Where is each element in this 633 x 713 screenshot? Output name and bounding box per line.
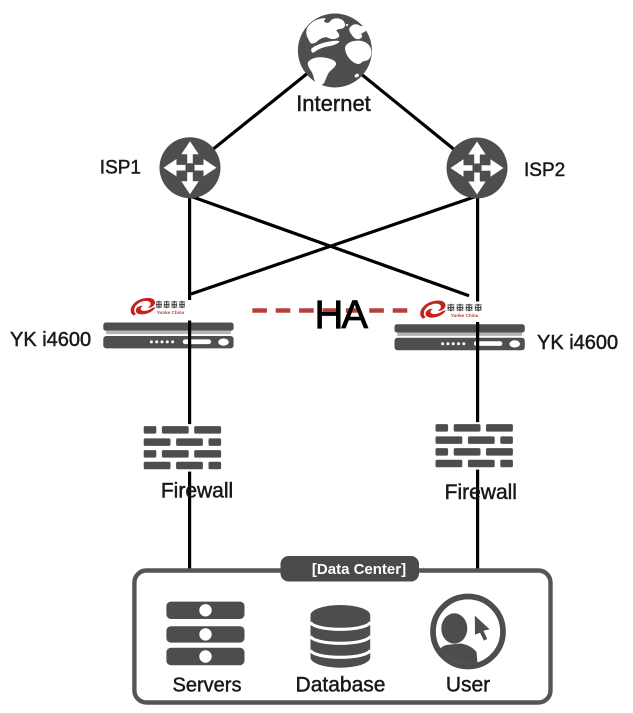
- svg-text:Internet: Internet: [296, 91, 371, 116]
- svg-text:Servers: Servers: [173, 675, 242, 697]
- svg-text:ISP1: ISP1: [100, 158, 141, 179]
- svg-text:Database: Database: [296, 674, 386, 697]
- svg-text:YK i4600: YK i4600: [537, 332, 618, 354]
- svg-text:ISP2: ISP2: [524, 160, 565, 181]
- svg-text:HA: HA: [315, 293, 369, 337]
- svg-text:Yunke China: Yunke China: [157, 310, 185, 315]
- svg-text:[Data Center]: [Data Center]: [312, 561, 406, 578]
- svg-text:User: User: [446, 674, 490, 697]
- svg-text:YK i4600: YK i4600: [10, 329, 91, 351]
- svg-text:Firewall: Firewall: [161, 480, 233, 503]
- svg-text:Firewall: Firewall: [445, 481, 517, 504]
- svg-text:Yunke China: Yunke China: [451, 313, 479, 318]
